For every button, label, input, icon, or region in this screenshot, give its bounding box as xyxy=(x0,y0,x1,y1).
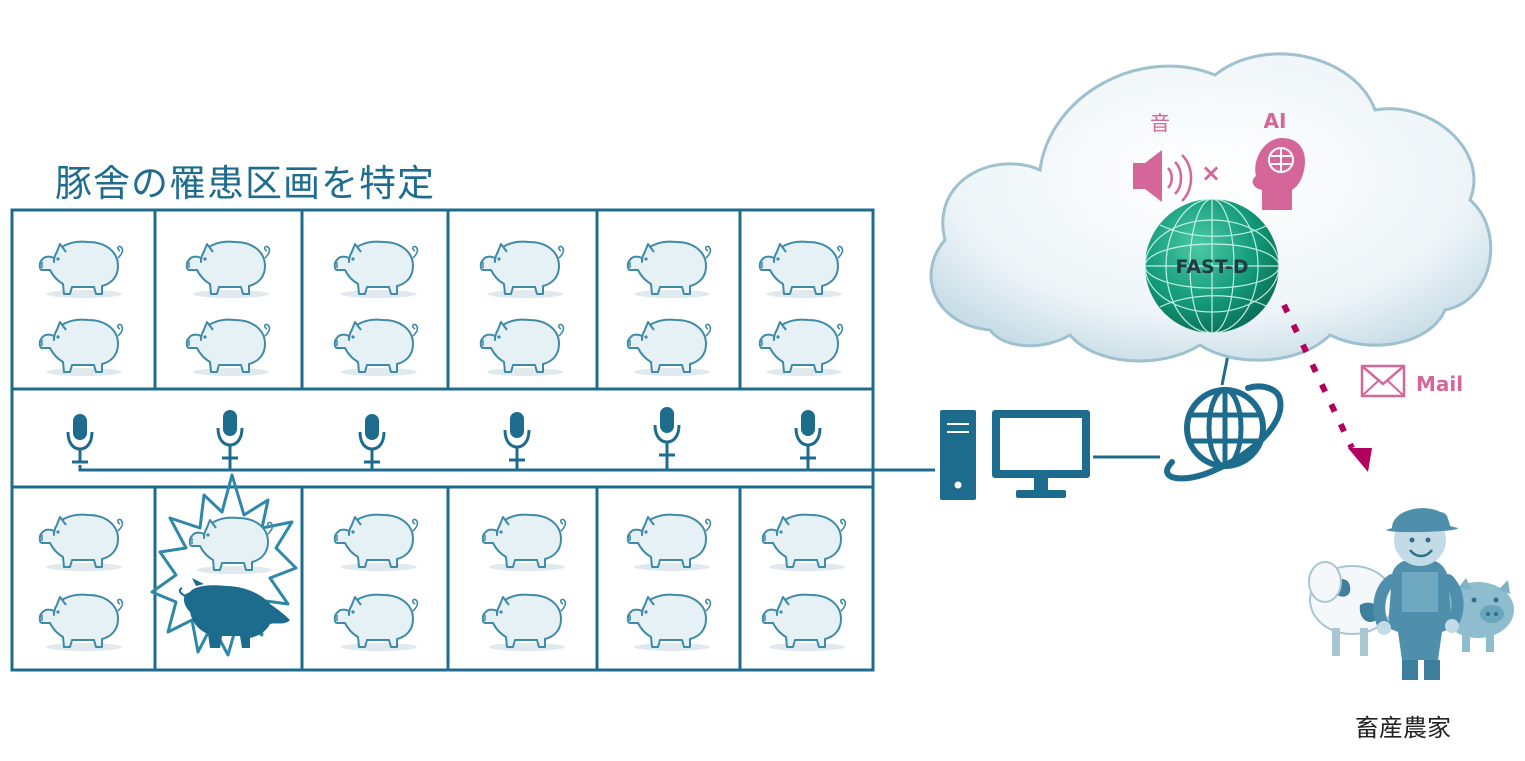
pig xyxy=(481,513,567,573)
pig xyxy=(333,593,419,653)
cow-icon xyxy=(1308,561,1395,656)
pig xyxy=(626,318,712,378)
arrow-head-icon xyxy=(1348,448,1372,472)
pig xyxy=(333,318,419,378)
pigs-top-row xyxy=(38,240,844,378)
microphone-icon xyxy=(66,412,94,464)
pig xyxy=(481,593,567,653)
pigs-bottom-row xyxy=(38,513,847,653)
microphone-icon xyxy=(216,408,244,460)
times-symbol: × xyxy=(1201,159,1221,187)
pig xyxy=(626,513,712,573)
pig xyxy=(185,240,271,300)
fast-d-label: FAST-D xyxy=(1175,256,1248,278)
sick-pen xyxy=(150,473,298,657)
pig xyxy=(626,240,712,300)
speaker-icon xyxy=(1133,150,1193,202)
fast-d-globe-icon: FAST-D xyxy=(1144,198,1280,334)
microphone-icon xyxy=(358,412,386,464)
pig xyxy=(185,318,271,378)
pig xyxy=(758,240,844,300)
page-title: 豚舎の罹患区画を特定 xyxy=(55,162,435,205)
microphone-icon xyxy=(653,405,681,457)
ai-head-icon xyxy=(1252,138,1306,210)
microphone-line xyxy=(66,405,935,472)
microphone-icon xyxy=(503,410,531,462)
pig xyxy=(761,593,847,653)
pig xyxy=(38,240,124,300)
ai-label: AI xyxy=(1264,109,1287,133)
computer-icon xyxy=(940,410,1090,500)
pig xyxy=(333,240,419,300)
farmer-label: 畜産農家 xyxy=(1355,714,1451,742)
sound-label: 音 xyxy=(1150,111,1170,135)
mail-icon xyxy=(1360,364,1406,398)
pig xyxy=(626,593,712,653)
notification-arrow xyxy=(1281,303,1372,472)
pig xyxy=(758,318,844,378)
pig xyxy=(761,513,847,573)
sick-pig-icon xyxy=(178,578,290,648)
pig xyxy=(38,593,124,653)
barn xyxy=(10,208,935,672)
pig xyxy=(38,513,124,573)
mail-label: Mail xyxy=(1416,372,1463,396)
cloud: 音 AI × xyxy=(929,52,1493,363)
farmer-icon xyxy=(1373,508,1464,680)
pig xyxy=(38,318,124,378)
pig xyxy=(479,318,565,378)
pen-walls-top xyxy=(153,210,742,389)
pen-walls-bottom xyxy=(153,487,742,670)
pig xyxy=(333,513,419,573)
farmer-illustration xyxy=(1308,508,1514,680)
pig xyxy=(188,516,274,576)
pig xyxy=(479,240,565,300)
barn-outline xyxy=(10,208,875,672)
microphone-icon xyxy=(794,408,822,460)
internet-globe-icon xyxy=(1164,383,1284,482)
